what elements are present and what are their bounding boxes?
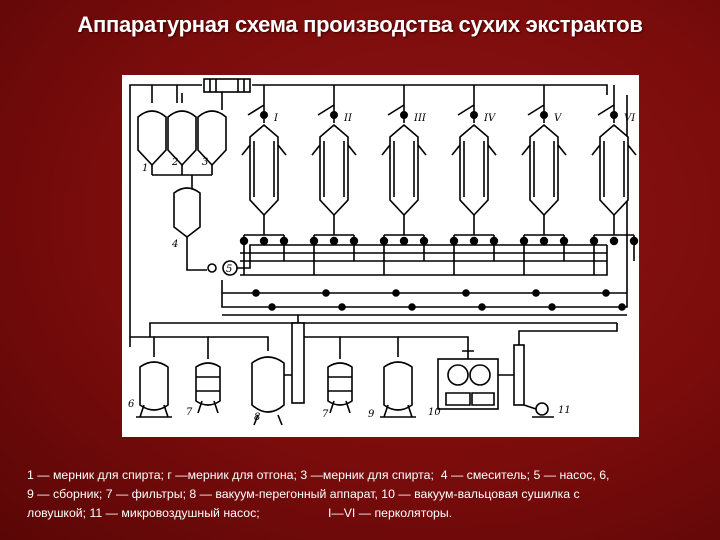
valve (559, 236, 569, 246)
percolator: IV (449, 85, 499, 311)
valve (449, 236, 459, 246)
percolator-label: V (554, 113, 563, 124)
valve (629, 236, 639, 246)
valve (519, 236, 529, 246)
valve (279, 236, 289, 246)
percolator: V (519, 85, 569, 311)
label-measurer-1: 1 (142, 163, 148, 174)
valve (589, 236, 599, 246)
valve (609, 110, 618, 119)
valve (602, 289, 610, 297)
valve (322, 289, 330, 297)
percolator-label: IV (483, 113, 497, 124)
percolator-label: VI (624, 113, 636, 124)
lower-section: 6 7 8 7 9 (128, 315, 618, 426)
valve (392, 289, 400, 297)
valve (239, 236, 249, 246)
valve (259, 236, 269, 246)
label-vacuum-dryer: 10 (428, 407, 441, 418)
percolator: II (309, 85, 359, 311)
valve (469, 110, 478, 119)
valve (532, 289, 540, 297)
label-measurer-2: 2 (171, 157, 178, 168)
valve (539, 110, 548, 119)
label-air-pump: 11 (558, 405, 571, 416)
percolator-label: III (413, 113, 427, 124)
valve (399, 110, 408, 119)
percolator: III (379, 85, 429, 311)
caption-line-2: 9 — сборник; 7 — фильтры; 8 — вакуум-пер… (27, 487, 580, 501)
valve (252, 289, 260, 297)
valve (478, 303, 486, 311)
label-mixer: 4 (171, 239, 178, 250)
caption: 1 — мерник для спирта; г —мерник для отг… (27, 466, 699, 523)
label-collector-9: 9 (368, 409, 375, 420)
valve (399, 236, 409, 246)
valve (329, 236, 339, 246)
valve (268, 303, 276, 311)
percolator: I (239, 85, 289, 311)
valve (489, 236, 499, 246)
valve (618, 303, 626, 311)
mixer-4: 4 (171, 187, 207, 271)
collection-lines (221, 95, 628, 316)
pump-5: 5 (207, 244, 607, 276)
percolator: VI (589, 85, 639, 311)
valve (408, 303, 416, 311)
percolator-label: II (343, 113, 353, 124)
measurers: 1 2 3 (137, 110, 227, 190)
valve (338, 303, 346, 311)
valve (379, 236, 389, 246)
valve (539, 236, 549, 246)
valve (462, 289, 470, 297)
valve (349, 236, 359, 246)
label-measurer-3: 3 (202, 157, 208, 168)
valve (548, 303, 556, 311)
slide-title: Аппаратурная схема производства сухих эк… (77, 12, 643, 37)
valve (309, 236, 319, 246)
valve (419, 236, 429, 246)
caption-line-1: 1 — мерник для спирта; г —мерник для отг… (27, 468, 610, 482)
caption-line-3: ловушкой; 11 — микровоздушный насос; I—V… (27, 506, 453, 520)
valve (260, 110, 269, 119)
label-collector-6: 6 (128, 399, 135, 410)
label-pump: 5 (226, 264, 232, 275)
label-vacuum-apparatus: 8 (254, 412, 260, 423)
label-filter-7a: 7 (186, 407, 193, 418)
valve (330, 110, 339, 119)
top-supply-lines (129, 78, 608, 337)
percolator-label: I (273, 113, 279, 124)
label-filter-7b: 7 (322, 409, 329, 420)
valve (469, 236, 479, 246)
valve (609, 236, 619, 246)
